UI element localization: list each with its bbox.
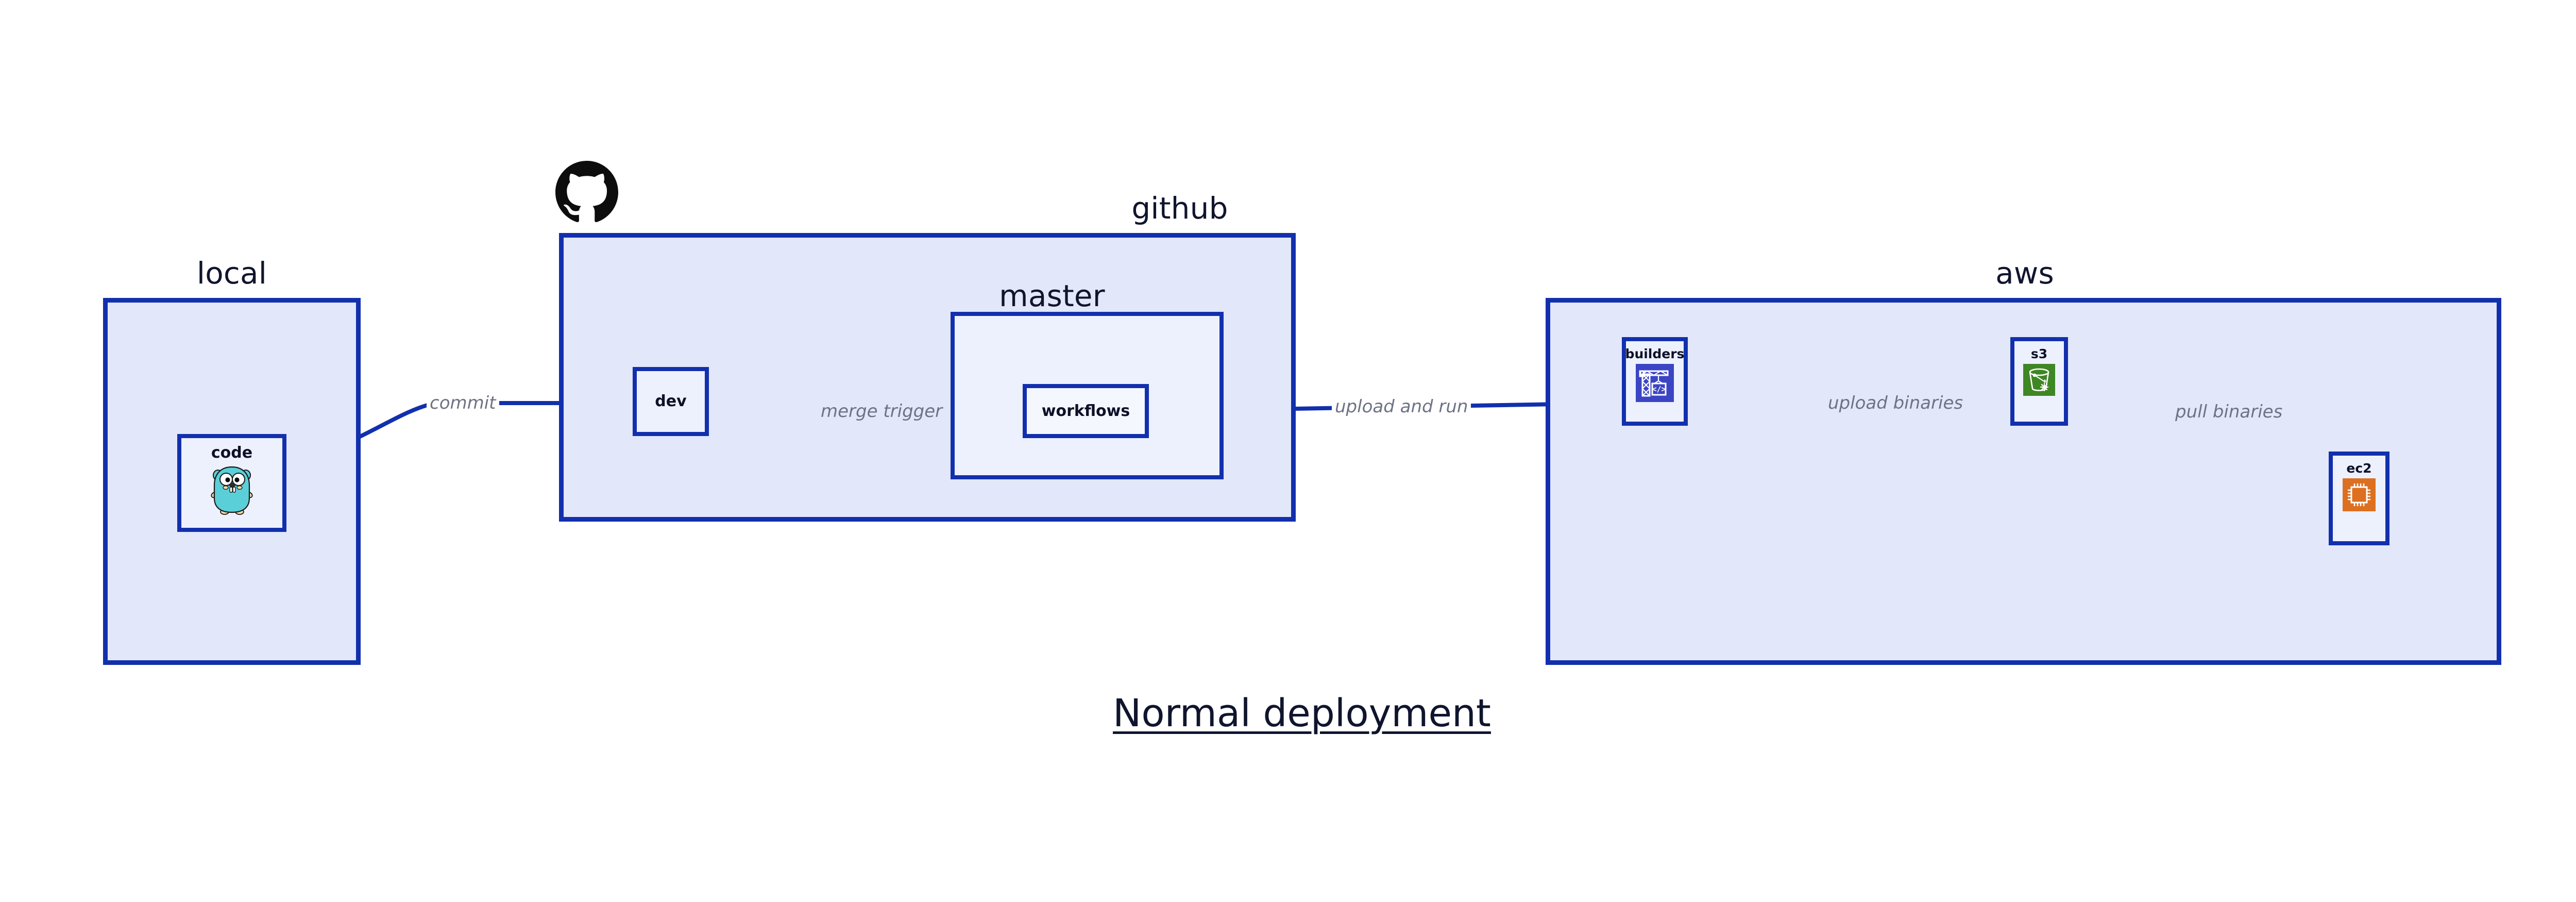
node-s3[interactable]: s3 — [2010, 337, 2068, 426]
node-label-builders: builders — [1625, 346, 1685, 361]
edge-label-commit: commit — [427, 394, 499, 412]
aws-codebuild-crane-icon: </> — [1636, 364, 1674, 404]
aws-s3-bucket-icon — [2023, 364, 2055, 398]
edge-label-upload-binaries: upload binaries — [1825, 394, 1967, 412]
edge-label-pull-binaries: pull binaries — [2172, 403, 2286, 421]
node-label-ec2: ec2 — [2346, 461, 2372, 476]
node-ec2[interactable]: ec2 — [2329, 452, 2389, 545]
node-label-dev: dev — [655, 392, 687, 410]
node-code[interactable]: code — [177, 434, 286, 532]
node-builders[interactable]: builders </> — [1622, 337, 1688, 426]
node-dev[interactable]: dev — [633, 367, 709, 436]
node-workflows[interactable]: workflows — [1023, 384, 1149, 438]
node-label-s3: s3 — [2030, 346, 2048, 361]
edge-label-upload-and-run: upload and run — [1332, 398, 1471, 415]
go-gopher-icon — [210, 464, 253, 517]
edge-label-merge-trigger: merge trigger — [818, 403, 946, 420]
group-label-master: master — [999, 278, 1105, 313]
svg-text:</>: </> — [1652, 385, 1666, 394]
node-label-workflows: workflows — [1041, 402, 1130, 420]
github-octocat-icon — [555, 161, 618, 224]
aws-ec2-chip-icon — [2343, 478, 2376, 513]
group-label-aws: aws — [1995, 256, 2054, 291]
group-master — [951, 312, 1224, 479]
node-label-code: code — [211, 444, 253, 462]
group-label-github: github — [1131, 191, 1228, 226]
group-label-local: local — [196, 256, 267, 291]
diagram-title: Normal deployment — [1113, 691, 1491, 736]
